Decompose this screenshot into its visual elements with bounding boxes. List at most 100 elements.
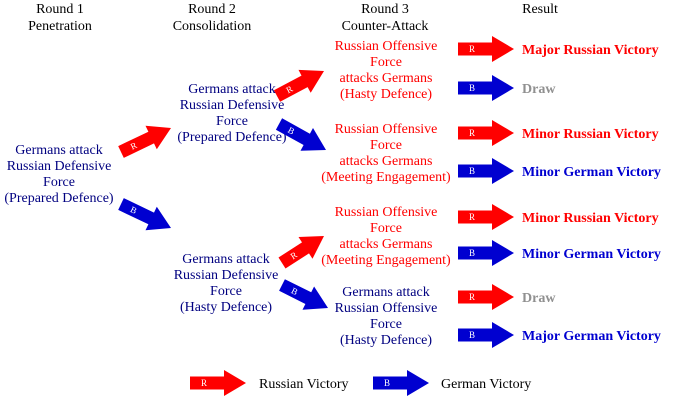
header-round1-line-2: Penetration: [28, 19, 92, 34]
result-arrow-letter: B: [469, 83, 475, 93]
node-round3-4-line-3: Force: [370, 317, 402, 332]
result-item: B Minor German Victory: [458, 240, 661, 266]
header-result: Result: [522, 2, 558, 17]
arrow-hasty-to-r3-3: R: [278, 236, 324, 269]
result-arrow-shape: [458, 75, 514, 101]
node-round2-hasty-line-3: Force: [210, 284, 242, 299]
result-arrow: B: [458, 240, 514, 266]
arrow-r1-to-prepared: R: [118, 125, 171, 158]
node-round1-line-2: Russian Defensive: [7, 159, 112, 174]
legend-russian-arrow-letter: R: [201, 378, 207, 388]
result-arrow-letter: R: [469, 44, 475, 54]
node-round3-1-line-3: attacks Germans: [340, 71, 433, 86]
result-arrow: R: [458, 284, 514, 310]
node-round1-line-1: Germans attack: [15, 143, 102, 158]
result-arrow-shape: [458, 158, 514, 184]
result-arrow-letter: B: [469, 248, 475, 258]
legend: R Russian Victory B German Victory: [190, 370, 531, 396]
arrow-r1-to-hasty: B: [118, 198, 171, 231]
result-arrow: R: [458, 204, 514, 230]
result-label: Major Russian Victory: [522, 43, 659, 58]
legend-german-label: German Victory: [441, 377, 531, 392]
node-round2-prepared-line-1: Germans attack: [188, 82, 275, 97]
result-label: Minor Russian Victory: [522, 127, 659, 142]
result-arrow-shape: [458, 284, 514, 310]
result-arrow-letter: R: [469, 292, 475, 302]
result-arrow-shape: [458, 322, 514, 348]
node-round2-hasty-line-4: (Hasty Defence): [180, 300, 272, 315]
result-label: Minor Russian Victory: [522, 211, 659, 226]
node-round3-4-line-4: (Hasty Defence): [340, 333, 432, 348]
arrow-prepared-to-r3-1-letter: R: [284, 84, 294, 96]
arrow-hasty-to-r3-4: B: [279, 279, 328, 310]
result-arrow-letter: R: [469, 128, 475, 138]
legend-russian-arrow-shape: [190, 370, 246, 396]
node-round3-4-line-2: Russian Offensive: [335, 301, 438, 316]
result-arrow: R: [458, 120, 514, 146]
result-arrow-shape: [458, 204, 514, 230]
result-arrow-letter: B: [469, 166, 475, 176]
result-arrow-letter: B: [469, 330, 475, 340]
node-round3-4-line-1: Germans attack: [342, 285, 429, 300]
arrow-prepared-to-r3-2: B: [275, 118, 326, 151]
header-round2-line-1: Round 2: [188, 2, 236, 17]
result-label: Minor German Victory: [522, 165, 661, 180]
node-round3-2-line-4: (Meeting Engagement): [321, 170, 451, 185]
arrow-hasty-to-r3-3-shape: [278, 236, 324, 269]
result-label: Major German Victory: [522, 329, 661, 344]
arrow-hasty-to-r3-4-letter: B: [290, 285, 300, 297]
arrow-prepared-to-r3-2-letter: B: [286, 125, 296, 137]
node-round3-1-line-1: Russian Offensive: [335, 39, 438, 54]
node-round2-prepared-line-2: Russian Defensive: [180, 98, 285, 113]
result-arrow: B: [458, 75, 514, 101]
transition-arrows: R B R B R B: [118, 69, 328, 310]
result-item: B Major German Victory: [458, 322, 661, 348]
result-item: B Draw: [458, 75, 556, 101]
node-round3-1-line-2: Force: [370, 55, 402, 70]
legend-german-arrow-letter: B: [384, 378, 390, 388]
header-round1-line-1: Round 1: [36, 2, 84, 17]
node-round2-prepared-line-3: Force: [216, 114, 248, 129]
arrow-r1-to-hasty-shape: [118, 198, 171, 231]
header-round2-line-2: Consolidation: [173, 19, 252, 34]
node-round2-prepared-line-4: (Prepared Defence): [177, 130, 287, 145]
result-label: Draw: [522, 82, 556, 97]
header-round2: Round 2 Consolidation: [173, 2, 252, 34]
legend-russian-label: Russian Victory: [259, 377, 349, 392]
node-round2-hasty-line-2: Russian Defensive: [174, 268, 279, 283]
node-round3-2-line-1: Russian Offensive: [335, 122, 438, 137]
arrow-hasty-to-r3-4-shape: [279, 279, 328, 310]
arrow-prepared-to-r3-1: R: [273, 69, 324, 102]
node-round3-2-line-2: Force: [370, 138, 402, 153]
arrow-r1-to-hasty-letter: B: [129, 204, 139, 216]
node-round3-2-line-3: attacks Germans: [340, 154, 433, 169]
legend-russian-arrow: R: [190, 370, 246, 396]
node-round3-3-line-1: Russian Offensive: [335, 205, 438, 220]
result-arrow: B: [458, 322, 514, 348]
legend-german-arrow-shape: [373, 370, 429, 396]
node-round3-3-line-3: attacks Germans: [340, 237, 433, 252]
arrow-prepared-to-r3-2-shape: [275, 118, 326, 151]
result-arrow-letter: R: [469, 212, 475, 222]
result-arrow-shape: [458, 240, 514, 266]
result-item: R Minor Russian Victory: [458, 120, 659, 146]
legend-german-arrow: B: [373, 370, 429, 396]
result-arrow: R: [458, 36, 514, 62]
result-item: R Major Russian Victory: [458, 36, 659, 62]
header-round3-line-2: Counter-Attack: [342, 19, 429, 34]
result-arrow: B: [458, 158, 514, 184]
result-item: R Minor Russian Victory: [458, 204, 659, 230]
result-arrow-shape: [458, 36, 514, 62]
result-label: Minor German Victory: [522, 247, 661, 262]
arrow-r1-to-prepared-shape: [118, 125, 171, 158]
